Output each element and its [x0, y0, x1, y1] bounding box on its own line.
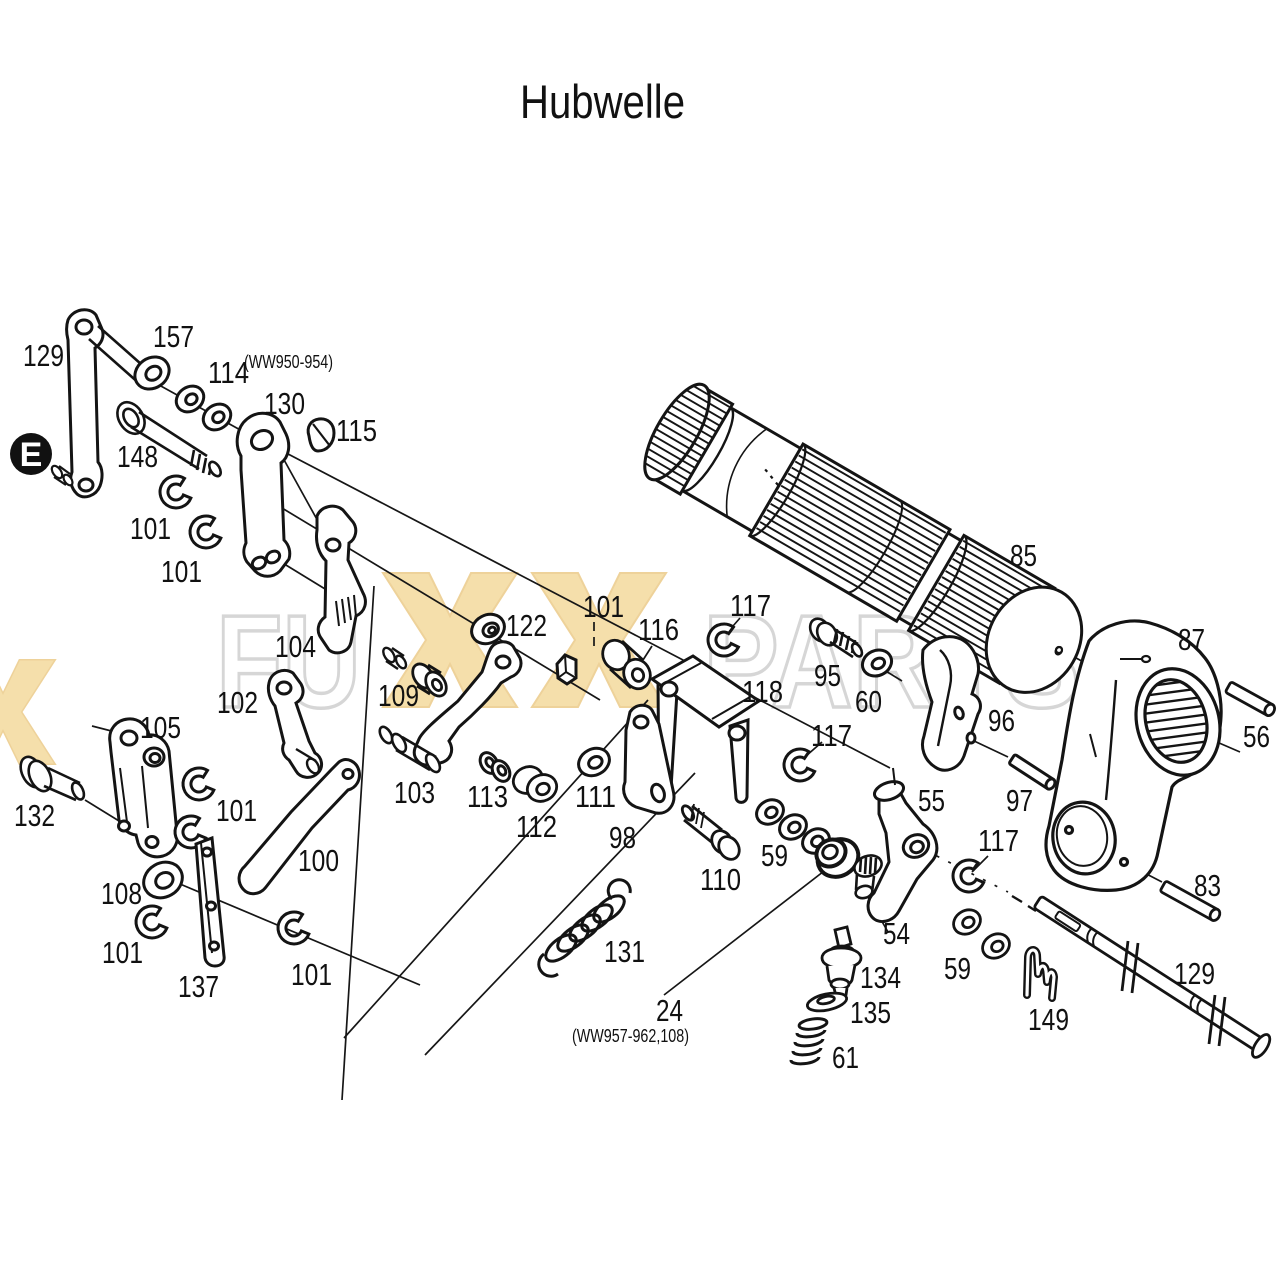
svg-text:117: 117: [811, 718, 852, 753]
svg-text:101: 101: [291, 957, 332, 992]
svg-text:97: 97: [1006, 783, 1033, 818]
svg-text:100: 100: [298, 843, 339, 878]
svg-text:101: 101: [161, 554, 202, 589]
svg-text:117: 117: [730, 588, 771, 623]
svg-text:149: 149: [1028, 1002, 1069, 1037]
svg-text:148: 148: [117, 439, 158, 474]
svg-text:112: 112: [516, 809, 557, 844]
svg-text:134: 134: [860, 960, 901, 995]
svg-text:113: 113: [467, 779, 508, 814]
svg-text:117: 117: [978, 823, 1019, 858]
svg-text:E: E: [20, 436, 43, 474]
svg-text:102: 102: [217, 685, 258, 720]
svg-text:87: 87: [1178, 622, 1205, 657]
svg-text:(WW950-954): (WW950-954): [244, 351, 333, 372]
svg-text:108: 108: [101, 876, 142, 911]
svg-text:104: 104: [275, 629, 316, 664]
svg-text:129: 129: [23, 338, 64, 373]
svg-text:101: 101: [583, 589, 624, 624]
svg-text:54: 54: [883, 916, 910, 951]
svg-text:118: 118: [742, 674, 783, 709]
svg-text:157: 157: [153, 319, 194, 354]
svg-text:61: 61: [832, 1040, 859, 1075]
svg-text:103: 103: [394, 775, 435, 810]
svg-text:101: 101: [216, 793, 257, 828]
svg-text:129: 129: [1174, 956, 1215, 991]
svg-text:132: 132: [14, 798, 55, 833]
svg-text:95: 95: [814, 658, 841, 693]
svg-text:115: 115: [336, 413, 377, 448]
svg-text:137: 137: [178, 969, 219, 1004]
svg-text:110: 110: [700, 862, 741, 897]
svg-text:24: 24: [656, 993, 683, 1028]
svg-text:101: 101: [130, 511, 171, 546]
svg-text:111: 111: [575, 779, 616, 814]
svg-text:116: 116: [638, 612, 679, 647]
svg-text:55: 55: [918, 783, 945, 818]
svg-text:130: 130: [264, 386, 305, 421]
svg-text:101: 101: [102, 935, 143, 970]
svg-text:83: 83: [1194, 868, 1221, 903]
svg-text:109: 109: [378, 678, 419, 713]
svg-text:(WW957-962,108): (WW957-962,108): [572, 1025, 689, 1046]
svg-text:114: 114: [208, 355, 249, 390]
svg-text:60: 60: [855, 684, 882, 719]
svg-text:59: 59: [944, 951, 971, 986]
svg-text:59: 59: [761, 838, 788, 873]
svg-text:122: 122: [506, 608, 547, 643]
svg-text:131: 131: [604, 934, 645, 969]
svg-text:Hubwelle: Hubwelle: [520, 75, 685, 128]
svg-text:105: 105: [140, 710, 181, 745]
svg-text:85: 85: [1010, 538, 1037, 573]
svg-text:135: 135: [850, 995, 891, 1030]
svg-text:56: 56: [1243, 719, 1270, 754]
svg-text:98: 98: [609, 820, 636, 855]
svg-text:96: 96: [988, 703, 1015, 738]
